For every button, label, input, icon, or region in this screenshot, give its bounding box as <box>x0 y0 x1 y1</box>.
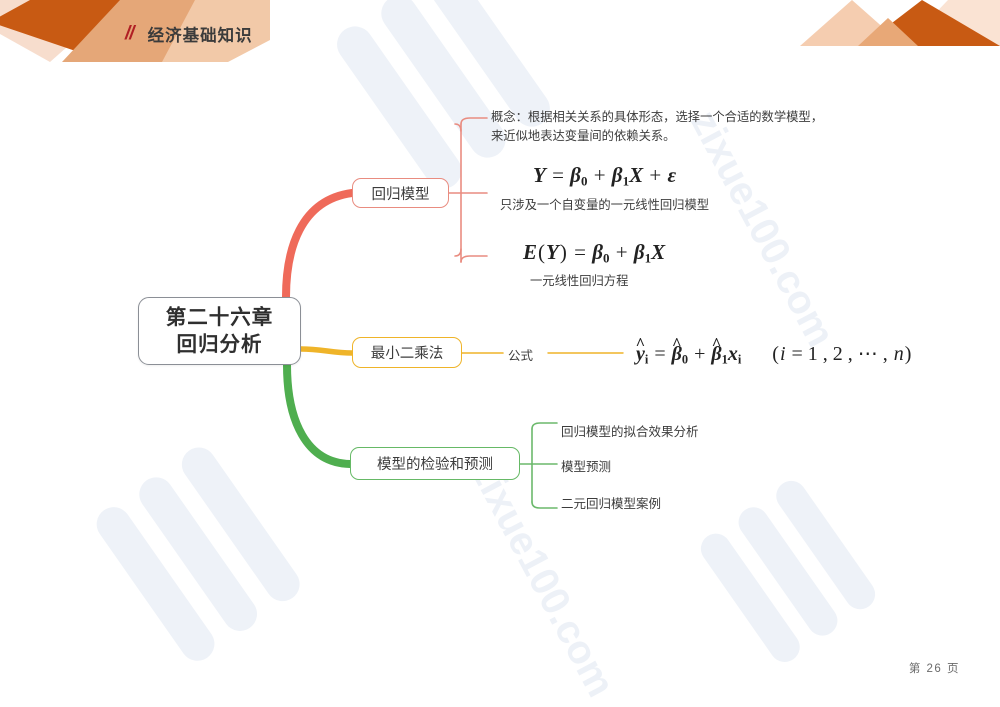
leaf-formula-label: 公式 <box>508 349 534 363</box>
branch-line-testing <box>283 361 354 468</box>
header-slash-icon: // <box>125 23 135 44</box>
leaf-regression-concept: 概念：根据相关关系的具体形态，选择一个合适的数学模型， 来近似地表达变量间的依赖… <box>491 110 824 144</box>
mindmap-node-least-squares[interactable]: 最小二乘法 <box>352 337 462 368</box>
formula-least-squares: ^yi = ^β0 + ^β1xi (i = 1 , 2 , ⋯ , n) <box>635 334 912 367</box>
page-title: 经济基础知识 <box>147 27 253 45</box>
formula-linear-regression-model: Y = β0 + β1X + ε <box>533 163 677 189</box>
branch-line-least-squares <box>298 346 355 356</box>
leaf-binary-regression-case: 二元回归模型案例 <box>561 497 662 511</box>
branch-line-regression <box>282 189 356 301</box>
leaf-regression-model-caption: 只涉及一个自变量的一元线性回归模型 <box>500 198 710 212</box>
leaf-model-prediction: 模型预测 <box>561 460 612 474</box>
leaf-fit-effect-analysis: 回归模型的拟合效果分析 <box>561 425 699 439</box>
leaf-regression-equation-caption: 一元线性回归方程 <box>530 274 629 288</box>
mindmap-node-model-testing[interactable]: 模型的检验和预测 <box>350 447 520 480</box>
mindmap-node-regression-model[interactable]: 回归模型 <box>352 178 449 208</box>
slide-header: // 经济基础知识 <box>125 22 253 46</box>
page-number: 第 26 页 <box>908 663 960 675</box>
mindmap-node-root[interactable]: 第二十六章 回归分析 <box>138 297 301 365</box>
formula-linear-regression-equation: E(Y) = β0 + β1X <box>523 240 666 266</box>
